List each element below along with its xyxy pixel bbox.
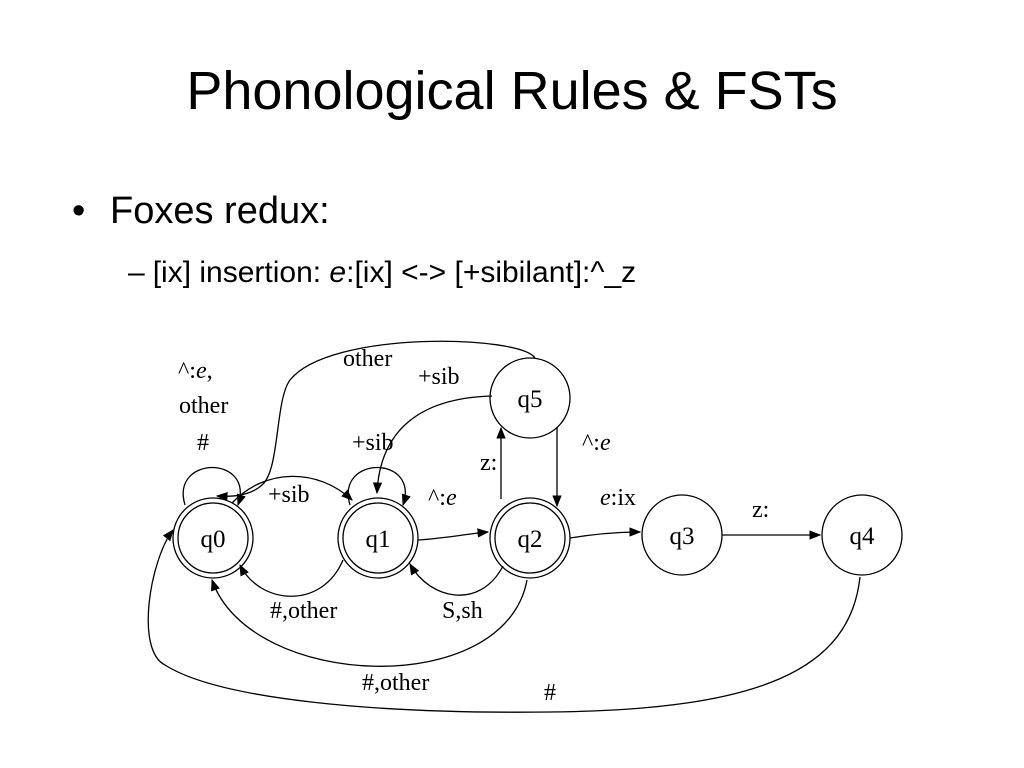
label-q2-to-q0: #,other xyxy=(362,670,429,696)
bullet-text: Foxes redux: xyxy=(110,190,330,232)
label-q0-loop-line2: other xyxy=(179,393,228,419)
slide-title: Phonological Rules & FSTs xyxy=(186,61,838,121)
label-q4-to-q0: # xyxy=(544,680,556,706)
edge-q0-to-q1 xyxy=(231,475,353,504)
state-label-q2: q2 xyxy=(518,526,543,553)
label-q5-to-q0: other xyxy=(343,346,392,372)
edge-q1-to-q0 xyxy=(239,559,344,597)
state-q1: q1 xyxy=(337,497,419,579)
label-q5-to-q1: +sib xyxy=(418,364,460,390)
sub-bullet-dash: – xyxy=(128,256,145,289)
edge-q2-to-q0 xyxy=(211,578,528,667)
edge-q1-self-loop xyxy=(347,466,411,507)
edge-q0-self-loop xyxy=(182,466,246,507)
state-q2: q2 xyxy=(489,497,571,579)
label-q1-to-q2: ^:e xyxy=(428,485,457,511)
label-q2-to-q3: e:ix xyxy=(600,485,636,511)
state-label-q1: q1 xyxy=(366,526,391,553)
bullet-dot-icon: • xyxy=(72,190,86,232)
state-label-q5: q5 xyxy=(518,386,543,413)
label-q0-loop-line3: # xyxy=(197,430,209,456)
sub-bullet-prefix: [ix] insertion: xyxy=(152,256,330,289)
label-q5-to-q2: ^:e xyxy=(582,430,611,456)
edge-q2-to-q3 xyxy=(569,527,642,539)
edge-q5-to-q1 xyxy=(372,395,493,495)
edge-q2-to-q1 xyxy=(409,562,504,596)
state-label-q3: q3 xyxy=(670,523,695,550)
label-q2-to-q1: S,sh xyxy=(442,598,483,624)
state-q4: q4 xyxy=(821,494,903,576)
label-q1-to-q0: #,other xyxy=(270,598,337,624)
edge-q4-to-q0 xyxy=(147,529,861,713)
bullet-foxes-redux: • Foxes redux: xyxy=(72,190,330,233)
state-q5: q5 xyxy=(489,357,571,439)
state-q0: q0 xyxy=(172,497,254,579)
state-q3: q3 xyxy=(641,494,723,576)
label-q2-to-q5: z: xyxy=(480,450,497,476)
sub-bullet-italic-e: e xyxy=(329,256,347,289)
label-q0-to-q1: +sib xyxy=(268,482,310,508)
label-q0-loop-line1: ^:e, xyxy=(178,358,213,384)
label-q3-to-q4: z: xyxy=(752,497,769,523)
label-q1-loop: +sib xyxy=(352,430,394,456)
state-label-q0: q0 xyxy=(201,526,226,553)
edge-q1-to-q2 xyxy=(417,528,490,541)
edge-q5-to-q0 xyxy=(215,340,536,502)
sub-bullet-suffix: :[ix] <-> [+sibilant]:^_z xyxy=(346,256,637,289)
sub-bullet-ix-insertion: –[ix] insertion: e:[ix] <-> [+sibilant]:… xyxy=(128,256,636,290)
state-label-q4: q4 xyxy=(850,523,876,550)
